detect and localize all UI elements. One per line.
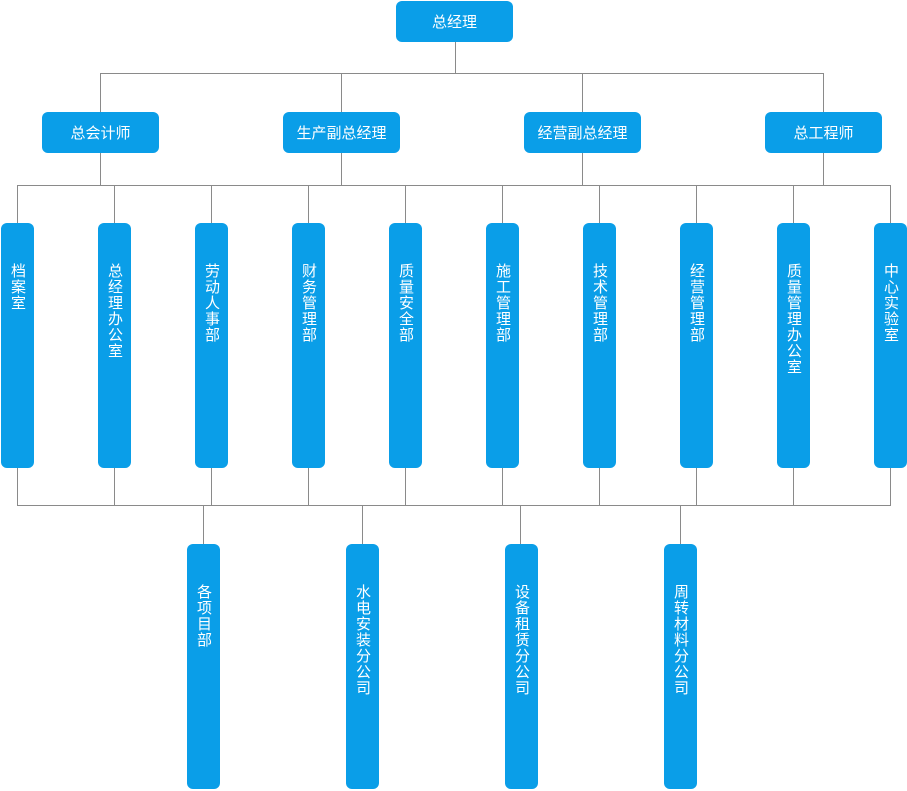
connector-line [502, 468, 503, 506]
connector-line [341, 73, 342, 112]
connector-line [308, 185, 309, 223]
node-label: 水电安装分公司 [354, 584, 372, 696]
node-chief-accountant[interactable]: 总会计师 [42, 112, 159, 153]
node-label: 档案室 [9, 263, 27, 311]
connector-line [582, 153, 583, 185]
connector-line [793, 185, 794, 223]
connector-line [599, 468, 600, 506]
node-department[interactable]: 质量安全部 [389, 223, 422, 468]
node-subsidiary[interactable]: 水电安装分公司 [346, 544, 379, 789]
node-label: 技术管理部 [591, 263, 609, 343]
node-production-deputy[interactable]: 生产副总经理 [283, 112, 400, 153]
node-department[interactable]: 技术管理部 [583, 223, 616, 468]
connector-line [211, 185, 212, 223]
node-subsidiary[interactable]: 各项目部 [187, 544, 220, 789]
node-subsidiary[interactable]: 设备租赁分公司 [505, 544, 538, 789]
connector-line [502, 185, 503, 223]
connector-line [17, 468, 18, 506]
node-label: 经营管理部 [688, 263, 706, 343]
node-department[interactable]: 经营管理部 [680, 223, 713, 468]
connector-line [680, 505, 681, 544]
node-label: 设备租赁分公司 [513, 584, 531, 696]
connector-line [823, 73, 824, 112]
node-label: 质量管理办公室 [785, 263, 803, 375]
node-department[interactable]: 劳动人事部 [195, 223, 228, 468]
connector-line [405, 185, 406, 223]
node-label: 各项目部 [195, 584, 213, 648]
connector-line [100, 73, 824, 74]
connector-line [696, 468, 697, 506]
connector-line [341, 153, 342, 185]
connector-line [211, 468, 212, 506]
connector-line [405, 468, 406, 506]
node-chief-engineer[interactable]: 总工程师 [765, 112, 882, 153]
node-label: 总经理办公室 [106, 263, 124, 359]
node-label: 财务管理部 [300, 263, 318, 343]
connector-line [823, 153, 824, 185]
node-department[interactable]: 财务管理部 [292, 223, 325, 468]
connector-line [599, 185, 600, 223]
connector-line [890, 185, 891, 223]
connector-line [696, 185, 697, 223]
node-label: 劳动人事部 [203, 263, 221, 343]
connector-line [100, 73, 101, 112]
node-label: 经营副总经理 [537, 124, 628, 142]
node-label: 质量安全部 [397, 263, 415, 343]
node-department[interactable]: 施工管理部 [486, 223, 519, 468]
connector-line [17, 505, 891, 506]
node-department[interactable]: 档案室 [1, 223, 34, 468]
connector-line [582, 73, 583, 112]
connector-line [308, 468, 309, 506]
node-business-deputy[interactable]: 经营副总经理 [524, 112, 641, 153]
node-label: 总会计师 [70, 124, 131, 142]
connector-line [17, 185, 18, 223]
node-label: 总工程师 [793, 124, 854, 142]
connector-line [114, 185, 115, 223]
node-label: 总经理 [431, 13, 477, 31]
node-department[interactable]: 总经理办公室 [98, 223, 131, 468]
node-general-manager[interactable]: 总经理 [396, 1, 513, 42]
connector-line [793, 468, 794, 506]
node-label: 生产副总经理 [296, 124, 387, 142]
node-subsidiary[interactable]: 周转材料分公司 [664, 544, 697, 789]
connector-line [114, 468, 115, 506]
connector-line [17, 185, 890, 186]
node-label: 施工管理部 [494, 263, 512, 343]
node-department[interactable]: 质量管理办公室 [777, 223, 810, 468]
connector-line [100, 153, 101, 185]
connector-line [203, 505, 204, 544]
connector-line [455, 42, 456, 73]
connector-line [890, 468, 891, 506]
node-label: 周转材料分公司 [672, 584, 690, 696]
connector-line [362, 505, 363, 544]
node-label: 中心实验室 [882, 263, 900, 343]
connector-line [520, 505, 521, 544]
node-department[interactable]: 中心实验室 [874, 223, 907, 468]
